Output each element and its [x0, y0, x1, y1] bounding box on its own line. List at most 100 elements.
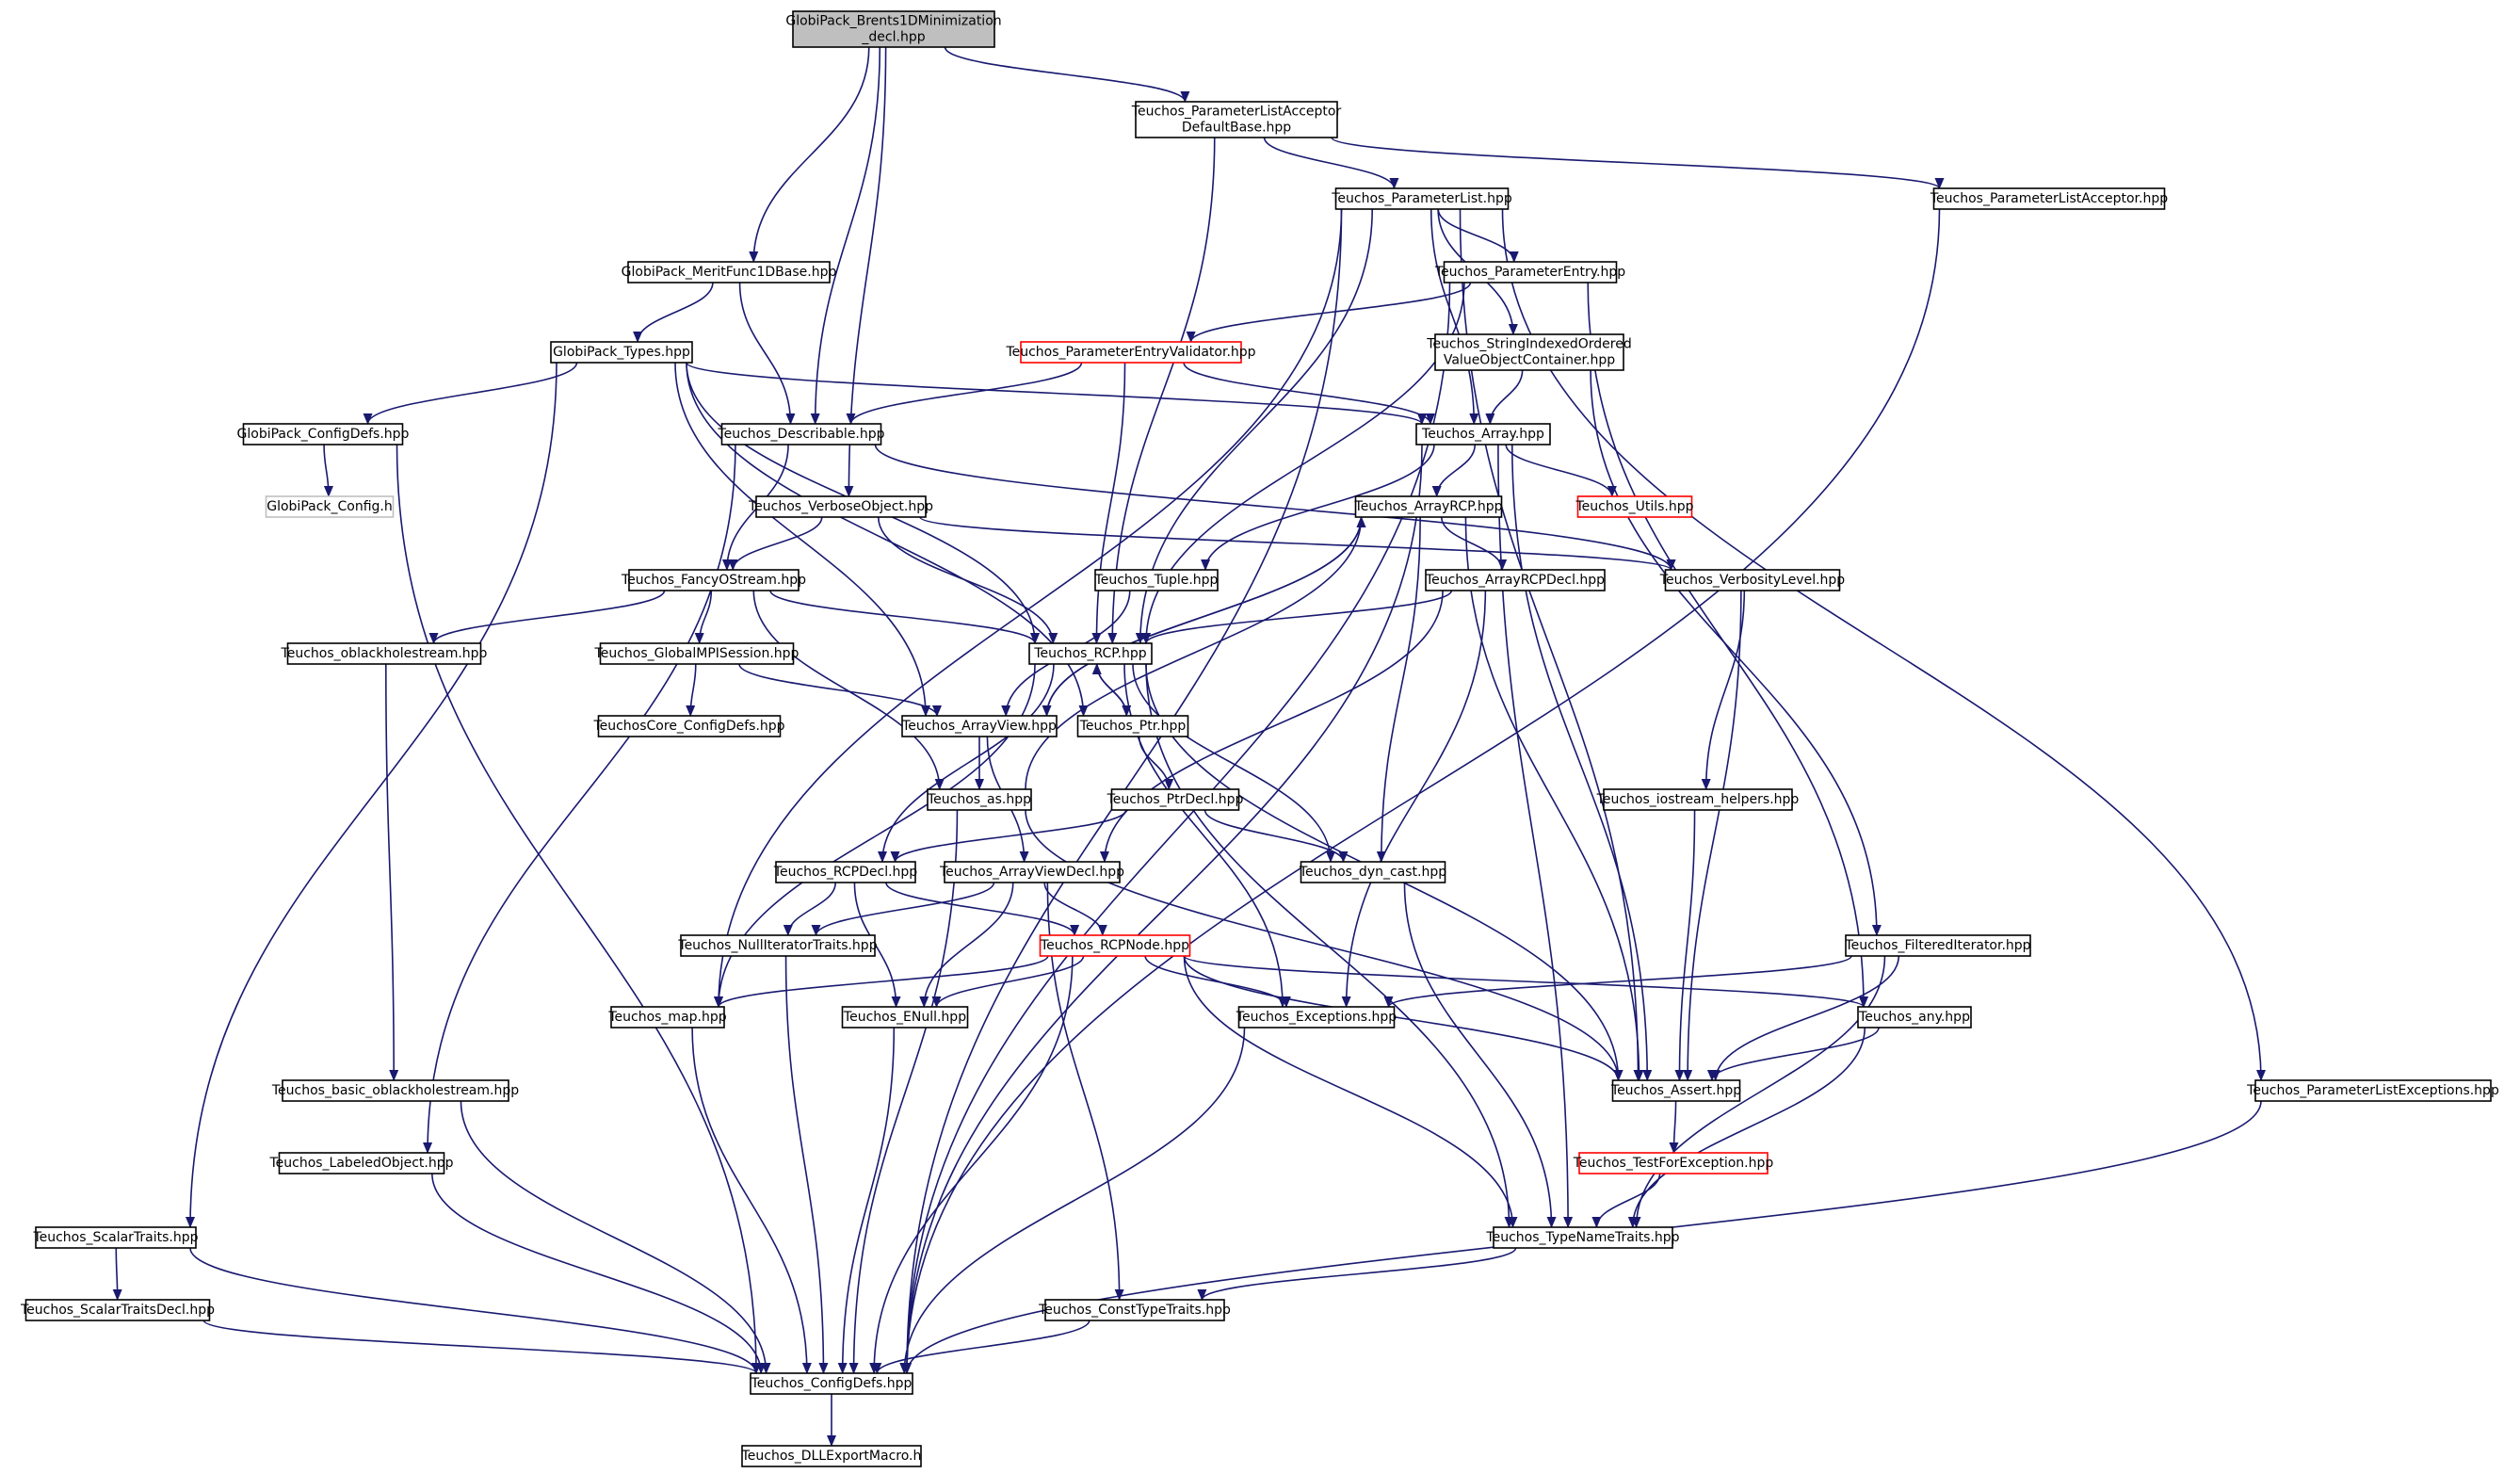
node-verbositylevel[interactable]: Teuchos_VerbosityLevel.hpp — [1659, 569, 1846, 591]
node-scalartraitsdecl[interactable]: Teuchos_ScalarTraitsDecl.hpp — [20, 1299, 215, 1321]
node-dyncast[interactable]: Teuchos_dyn_cast.hpp — [1299, 861, 1446, 883]
node-arrayviewdecl[interactable]: Teuchos_ArrayViewDecl.hpp — [939, 861, 1124, 883]
node-label: Teuchos_iostream_helpers.hpp — [1596, 792, 1800, 807]
edge-describable-to-verbositylevel — [874, 444, 1676, 571]
node-strindexed[interactable]: Teuchos_StringIndexedOrderedValueObjectC… — [1426, 333, 1632, 371]
node-utils[interactable]: Teuchos_Utils.hpp — [1575, 495, 1694, 518]
node-iostreamhelpers[interactable]: Teuchos_iostream_helpers.hpp — [1596, 788, 1800, 811]
node-any[interactable]: Teuchos_any.hpp — [1857, 1006, 1972, 1029]
node-label: Teuchos_ParameterListAcceptor.hpp — [1930, 191, 2168, 206]
node-enull[interactable]: Teuchos_ENull.hpp — [841, 1006, 969, 1029]
node-ptr[interactable]: Teuchos_Ptr.hpp — [1076, 715, 1189, 737]
node-filterediter[interactable]: Teuchos_FilteredIterator.hpp — [1844, 934, 2031, 957]
edge-as-to-configdefs — [848, 809, 959, 1374]
node-label: Teuchos_basic_oblackholestream.hpp — [271, 1083, 519, 1098]
node-consttypetraits[interactable]: Teuchos_ConstTypeTraits.hpp — [1038, 1299, 1231, 1321]
node-label: Teuchos_PtrDecl.hpp — [1107, 792, 1244, 807]
node-assert[interactable]: Teuchos_Assert.hpp — [1610, 1079, 1741, 1102]
node-testforexc[interactable]: Teuchos_TestForException.hpp — [1573, 1152, 1774, 1174]
node-arrayrcpdecl[interactable]: Teuchos_ArrayRCPDecl.hpp — [1425, 569, 1606, 591]
node-label: Teuchos_RCP.hpp — [1033, 646, 1146, 661]
node-box — [628, 569, 800, 591]
node-ptrdecl[interactable]: Teuchos_PtrDecl.hpp — [1107, 788, 1244, 811]
node-box — [1354, 495, 1503, 518]
node-label: Teuchos_ParameterEntryValidator.hpp — [1005, 345, 1255, 360]
node-label: Teuchos_ConfigDefs.hpp — [751, 1376, 913, 1391]
node-typenametraits[interactable]: Teuchos_TypeNameTraits.hpp — [1485, 1226, 1680, 1249]
node-configdefs[interactable]: Teuchos_ConfigDefs.hpp — [750, 1372, 913, 1395]
node-verboseobj[interactable]: Teuchos_VerboseObject.hpp — [748, 495, 933, 518]
node-as[interactable]: Teuchos_as.hpp — [927, 788, 1032, 811]
edge-paramlist-to-map — [714, 208, 1343, 1008]
edge-rcpnode-to-exceptions — [1144, 955, 1291, 1008]
node-label: Teuchos_Ptr.hpp — [1079, 719, 1187, 734]
node-rcpnode[interactable]: Teuchos_RCPNode.hpp — [1039, 934, 1191, 957]
edge-brents-to-acceptor_default — [944, 46, 1190, 103]
edge-paramlist-to-array — [1430, 208, 1479, 425]
node-box — [1932, 187, 2166, 210]
node-globiconfigdefs[interactable]: GlobiPack_ConfigDefs.hpp — [237, 423, 410, 445]
node-validator[interactable]: Teuchos_ParameterEntryValidator.hpp — [1005, 341, 1256, 364]
node-dllexport[interactable]: Teuchos_DLLExportMacro.h — [741, 1445, 922, 1467]
node-brents[interactable]: GlobiPack_Brents1DMinimization_decl.hpp — [785, 10, 1002, 48]
node-paramlist[interactable]: Teuchos_ParameterList.hpp — [1331, 187, 1512, 210]
node-arrayrcp[interactable]: Teuchos_ArrayRCP.hpp — [1354, 495, 1503, 518]
node-arrayview[interactable]: Teuchos_ArrayView.hpp — [901, 715, 1058, 737]
node-oblackhole[interactable]: Teuchos_oblackholestream.hpp — [281, 642, 488, 665]
node-label: DefaultBase.hpp — [1182, 121, 1291, 136]
node-array[interactable]: Teuchos_Array.hpp — [1415, 423, 1551, 445]
node-label: Teuchos_FancyOStream.hpp — [621, 573, 806, 588]
edge-basicoblack-to-configdefs — [460, 1100, 771, 1374]
node-nulliter[interactable]: Teuchos_NullIteratorTraits.hpp — [677, 934, 878, 957]
edge-enull-to-configdefs — [837, 1027, 896, 1374]
node-box — [1434, 333, 1624, 371]
edge-paramlist-to-rcp — [1135, 208, 1373, 644]
edge-any-to-assert — [1707, 1027, 1880, 1081]
edge-ptrdecl-to-dyncast — [1203, 809, 1349, 863]
node-scalartraits[interactable]: Teuchos_ScalarTraits.hpp — [32, 1226, 199, 1249]
node-box — [35, 1226, 197, 1249]
node-box — [927, 788, 1032, 811]
edge-array-to-arrayrcp — [1431, 444, 1477, 497]
node-box — [242, 423, 404, 445]
node-paramentry[interactable]: Teuchos_ParameterEntry.hpp — [1434, 261, 1625, 283]
node-label: Teuchos_map.hpp — [607, 1010, 726, 1025]
node-label: Teuchos_ParameterListExceptions.hpp — [2246, 1083, 2499, 1098]
node-label: GlobiPack_Brents1DMinimization — [785, 14, 1001, 29]
node-paramlistexc[interactable]: Teuchos_ParameterListExceptions.hpp — [2246, 1079, 2499, 1102]
node-box — [1576, 495, 1693, 518]
node-labeledobj[interactable]: Teuchos_LabeledObject.hpp — [268, 1152, 454, 1174]
edge-paramentry-to-configdefs — [902, 282, 1451, 1374]
node-acceptor[interactable]: Teuchos_ParameterListAcceptor.hpp — [1930, 187, 2168, 210]
node-basicoblack[interactable]: Teuchos_basic_oblackholestream.hpp — [271, 1079, 519, 1102]
node-box — [1028, 642, 1153, 665]
edge-arrayrcp-to-assert — [1464, 516, 1644, 1081]
node-acceptor_default[interactable]: Teuchos_ParameterListAcceptorDefaultBase… — [1131, 101, 1342, 138]
node-map[interactable]: Teuchos_map.hpp — [607, 1006, 727, 1029]
node-box — [775, 861, 916, 883]
node-rcpdecl[interactable]: Teuchos_RCPDecl.hpp — [773, 861, 918, 883]
node-describable[interactable]: Teuchos_Describable.hpp — [717, 423, 885, 445]
node-globitypes[interactable]: GlobiPack_Types.hpp — [550, 341, 693, 364]
node-exceptions[interactable]: Teuchos_Exceptions.hpp — [1236, 1006, 1397, 1029]
edge-validator-to-describable — [846, 362, 1083, 425]
node-tuple[interactable]: Teuchos_Tuple.hpp — [1094, 569, 1219, 591]
node-box — [627, 261, 831, 283]
edge-describable-to-labeledobj — [423, 444, 736, 1154]
edge-nulliter-to-configdefs — [784, 955, 829, 1374]
node-label: Teuchos_RCPDecl.hpp — [773, 865, 918, 880]
node-label: Teuchos_dyn_cast.hpp — [1299, 865, 1446, 880]
edge-ptrdecl-to-rcpdecl — [890, 809, 1127, 863]
node-fancyostream[interactable]: Teuchos_FancyOStream.hpp — [621, 569, 806, 591]
node-meritfunc[interactable]: GlobiPack_MeritFunc1DBase.hpp — [622, 261, 837, 283]
edge-verbositylevel-to-assert — [1683, 590, 1742, 1081]
node-box — [841, 1006, 969, 1029]
node-globiconfigh[interactable]: GlobiPack_Config.h — [265, 495, 395, 518]
node-globalmpi[interactable]: Teuchos_GlobalMPISession.hpp — [594, 642, 800, 665]
node-coreconfigdefs[interactable]: TeuchosCore_ConfigDefs.hpp — [592, 715, 785, 737]
edge-rcpdecl-to-nulliter — [783, 882, 836, 936]
node-box — [1334, 187, 1510, 210]
node-rcp[interactable]: Teuchos_RCP.hpp — [1028, 642, 1153, 665]
edge-layer — [112, 46, 2266, 1447]
